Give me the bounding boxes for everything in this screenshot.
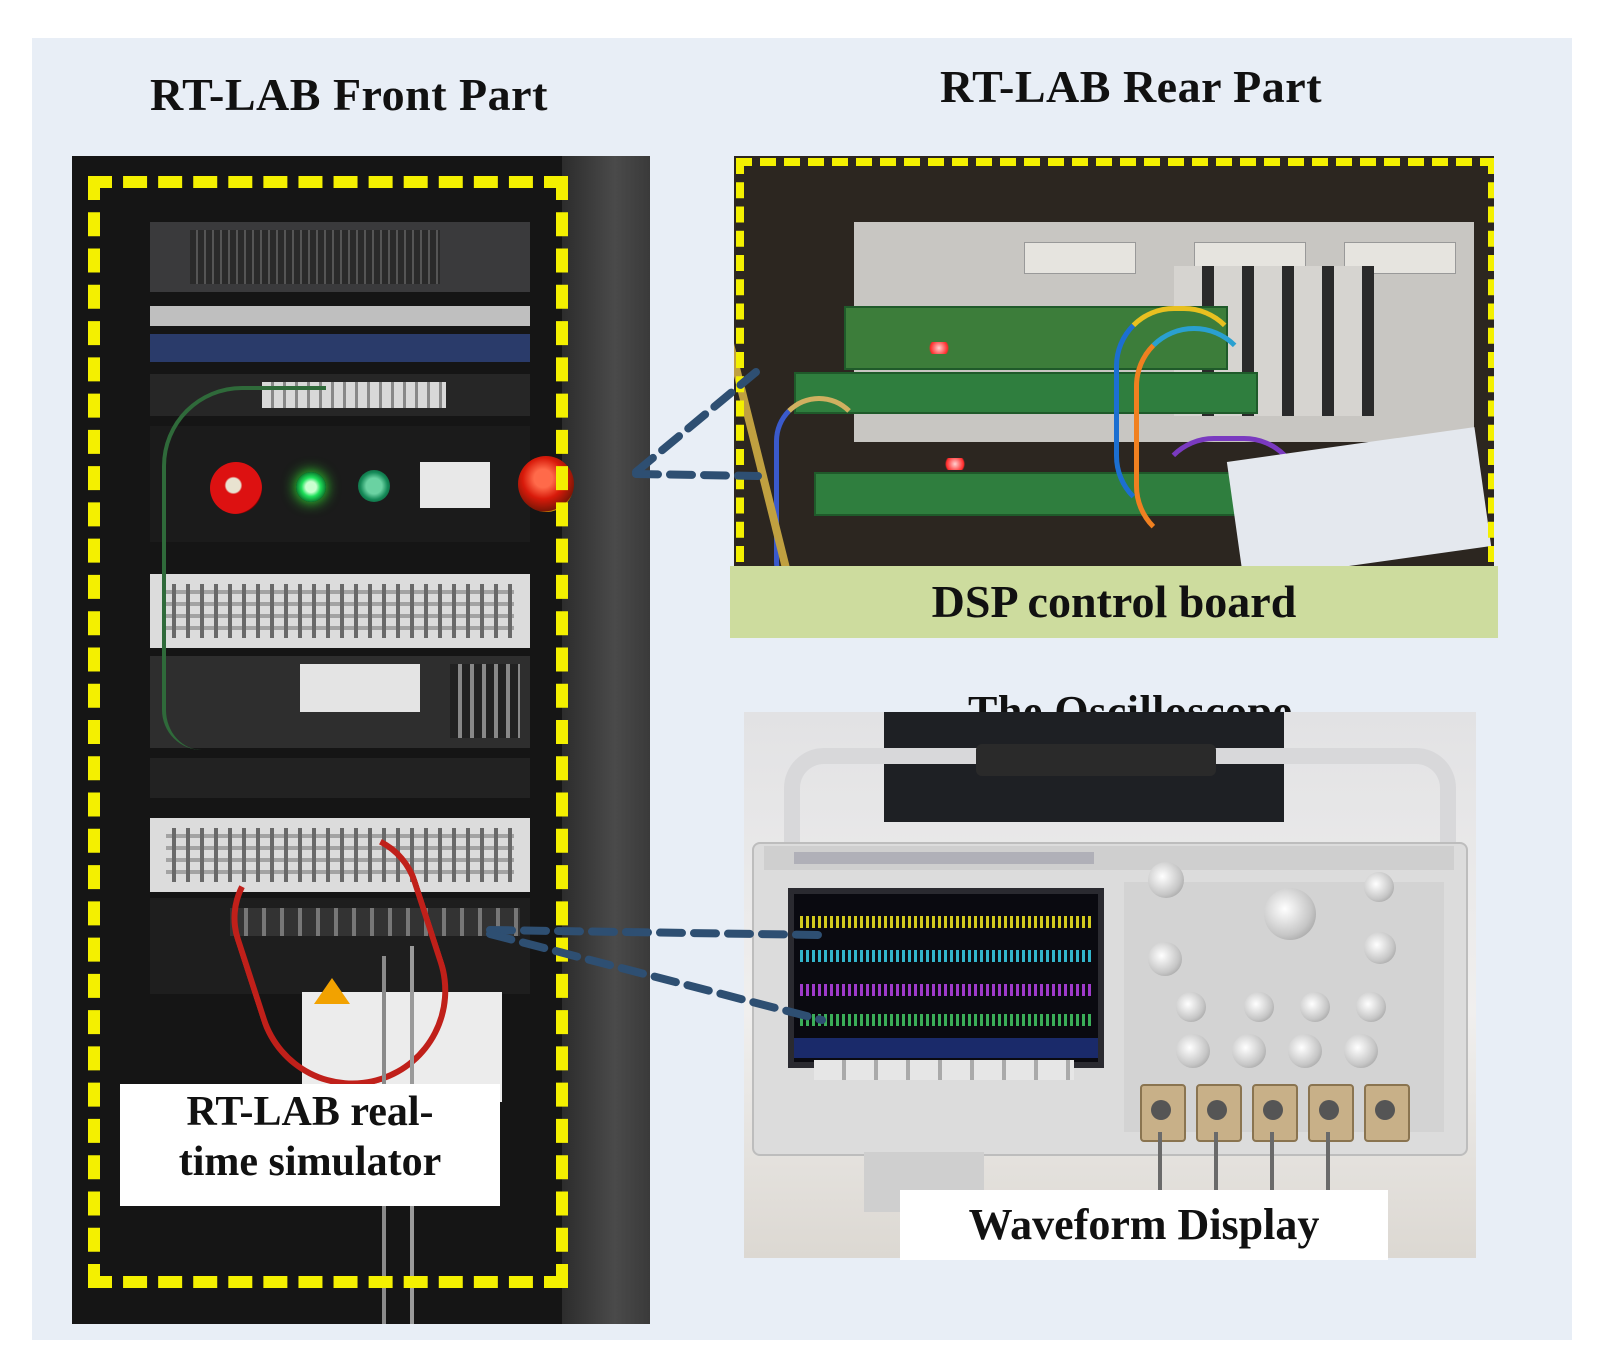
knob bbox=[1288, 1034, 1322, 1068]
knob bbox=[1344, 1034, 1378, 1068]
knob bbox=[1148, 942, 1182, 976]
knob bbox=[1364, 872, 1394, 902]
knob bbox=[1264, 888, 1316, 940]
simulator-label-line1: RT-LAB real- bbox=[186, 1089, 434, 1135]
ribbon-wires bbox=[1134, 326, 1254, 546]
title-front-part: RT-LAB Front Part bbox=[150, 69, 548, 120]
bnc-connector bbox=[1196, 1084, 1242, 1142]
bnc-connector bbox=[1252, 1084, 1298, 1142]
brand-strip bbox=[794, 852, 1094, 864]
knob bbox=[1300, 992, 1330, 1022]
ribbon-wires bbox=[1114, 306, 1244, 516]
highlight-frame-rear bbox=[736, 158, 1494, 562]
trace-channel-4 bbox=[800, 1014, 1092, 1026]
rack-side-panel bbox=[562, 156, 650, 1324]
board-led bbox=[942, 458, 968, 470]
patch-panel-1 bbox=[150, 574, 530, 648]
chassis-connectors bbox=[450, 664, 520, 738]
patch-panel-2 bbox=[150, 818, 530, 892]
green-button bbox=[358, 470, 390, 502]
green-cable bbox=[162, 386, 326, 750]
io-connectors bbox=[230, 908, 520, 936]
main-switch-knob bbox=[210, 462, 262, 514]
trace-channel-1 bbox=[800, 916, 1092, 928]
warning-icon bbox=[314, 978, 350, 1004]
rtlab-rear-photo bbox=[734, 156, 1494, 566]
dsp-board-label: DSP control board bbox=[730, 566, 1498, 638]
rack-grill bbox=[190, 230, 440, 284]
key-switch bbox=[420, 462, 490, 508]
waveform-label: Waveform Display bbox=[900, 1190, 1388, 1260]
knob bbox=[1244, 992, 1274, 1022]
io-expansion-box bbox=[302, 978, 502, 1102]
bnc-connector bbox=[1364, 1084, 1410, 1142]
rack-divider bbox=[150, 758, 530, 798]
knob bbox=[1232, 1034, 1266, 1068]
bnc-connector bbox=[1308, 1084, 1354, 1142]
oscilloscope-screen bbox=[788, 888, 1104, 1068]
trace-channel-3 bbox=[800, 984, 1092, 996]
screen-status-bar bbox=[794, 1038, 1098, 1058]
knob bbox=[1176, 1034, 1210, 1068]
knob bbox=[1364, 932, 1396, 964]
rack-shelf bbox=[150, 306, 530, 326]
trace-channel-2 bbox=[800, 950, 1092, 962]
rack-cable-tray bbox=[150, 334, 530, 362]
softkey-row bbox=[814, 1060, 1074, 1080]
simulator-label: RT-LAB real- time simulator bbox=[120, 1084, 500, 1206]
board-led bbox=[926, 342, 952, 354]
title-rear-part: RT-LAB Rear Part bbox=[940, 61, 1323, 112]
simulator-label-line2: time simulator bbox=[178, 1138, 442, 1185]
handle-grip bbox=[976, 744, 1216, 776]
knob bbox=[1356, 992, 1386, 1022]
oscilloscope-photo bbox=[744, 712, 1476, 1258]
rack-unit-top bbox=[150, 222, 530, 292]
knob bbox=[1148, 862, 1184, 898]
power-led bbox=[296, 472, 326, 502]
rtlab-front-photo bbox=[72, 156, 650, 1324]
ribbon-wires bbox=[774, 396, 864, 566]
bnc-connector bbox=[1140, 1084, 1186, 1142]
knob bbox=[1176, 992, 1206, 1022]
